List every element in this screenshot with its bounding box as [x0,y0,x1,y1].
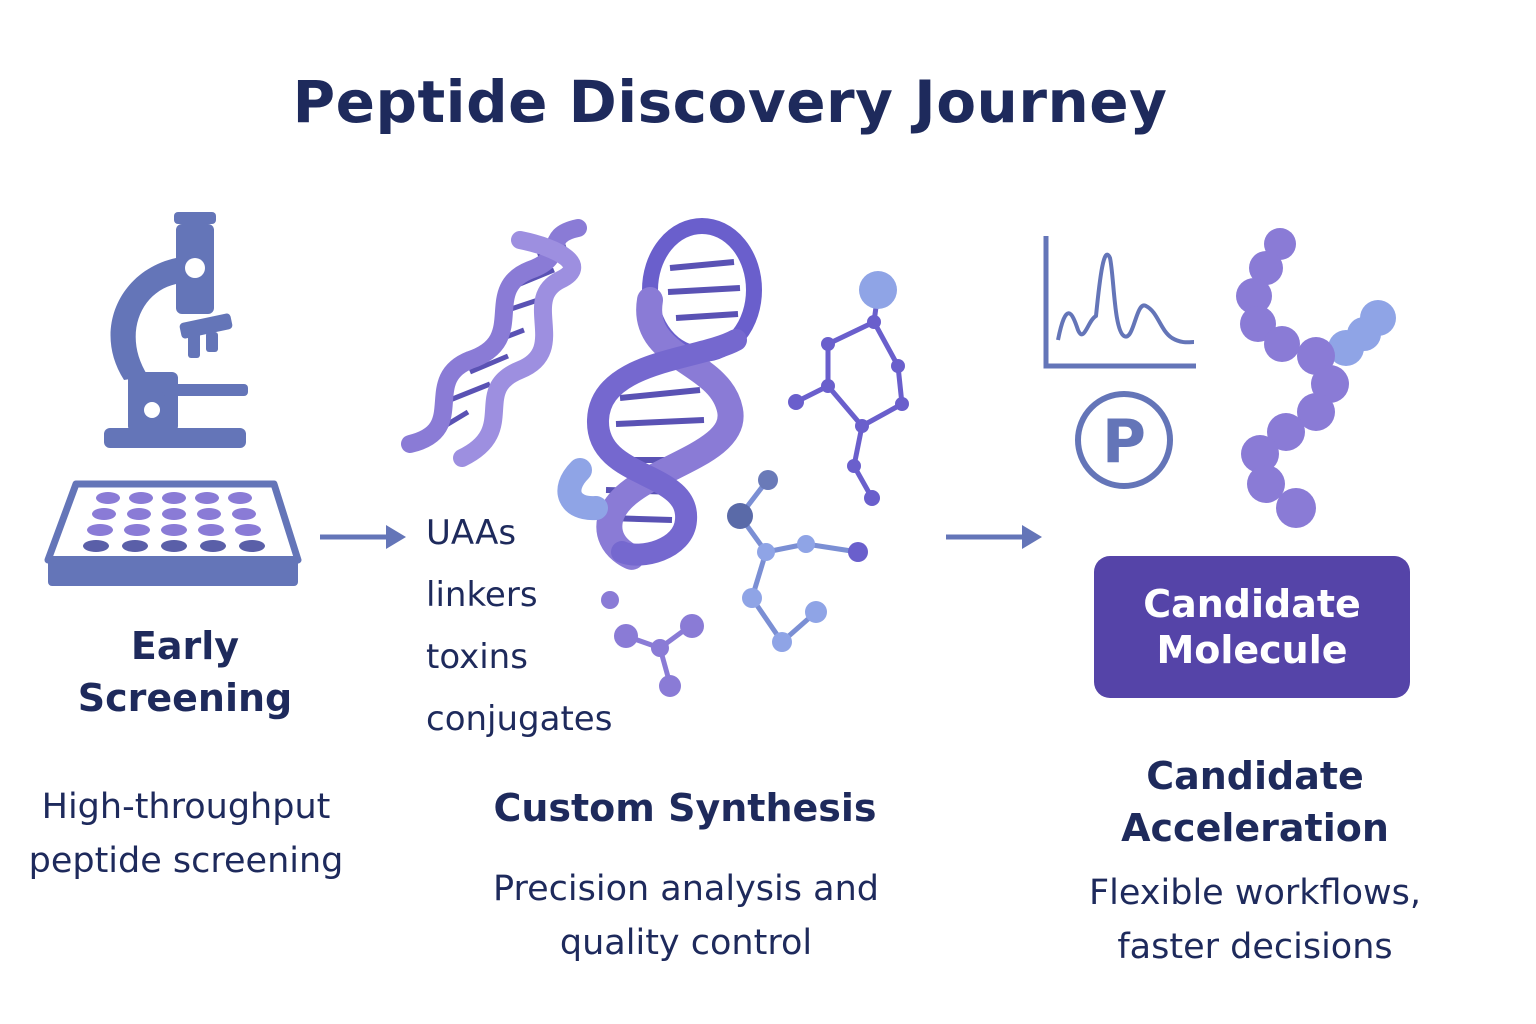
building-block-list: UAAs linkers toxins conjugates [426,502,612,750]
candidate-molecule-box: Candidate Molecule [1094,556,1410,698]
stage-title-line: Acceleration [1121,806,1389,850]
stage-desc-line: High-throughput [41,787,331,827]
stage-candidate-acceleration-desc: Flexible workflows, faster decisions [1060,866,1450,974]
stage-desc-line: faster decisions [1117,927,1393,967]
stage-desc-line: peptide screening [28,841,344,881]
candidate-box-line: Candidate [1143,582,1361,626]
page-title: Peptide Discovery Journey [292,68,1168,136]
p-symbol-text: P [1102,407,1146,477]
stage-title-line: Screening [77,676,293,720]
stage-early-screening-title: Early Screening [60,620,310,724]
stage-custom-synthesis-desc: Precision analysis and quality control [460,862,912,970]
list-item: toxins [426,637,528,677]
stage-desc-line: Precision analysis and [493,869,879,909]
stage-candidate-acceleration-title: Candidate Acceleration [1080,750,1430,854]
stage-early-screening-desc: High-throughput peptide screening [0,780,372,888]
stage-custom-synthesis-title: Custom Synthesis [493,786,877,830]
stage-desc-line: Flexible workflows, [1089,873,1421,913]
stage-desc-line: quality control [559,923,813,963]
list-item: conjugates [426,699,613,739]
list-item: linkers [426,575,538,615]
list-item: UAAs [426,513,517,553]
candidate-box-line: Molecule [1156,628,1348,672]
stage-title-line: Early [130,624,240,668]
stage-title-line: Candidate [1146,754,1364,798]
